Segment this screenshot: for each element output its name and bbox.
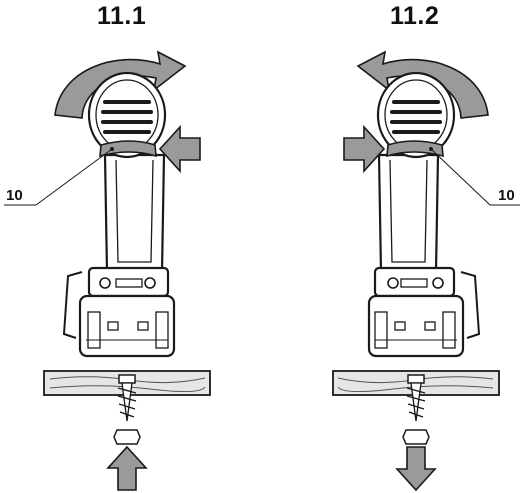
callout-leader-11-2 bbox=[430, 148, 520, 206]
arrow-down-back-out bbox=[395, 446, 437, 492]
callout-dot-11-1 bbox=[110, 147, 114, 151]
callout-label-11-2: 10 bbox=[498, 187, 515, 204]
figure-11-1 bbox=[4, 50, 212, 491]
arrow-up-drive-in bbox=[106, 445, 148, 491]
drill-tool-11-2 bbox=[331, 71, 501, 397]
callout-dot-11-2 bbox=[429, 147, 433, 151]
callout-label-11-1: 10 bbox=[6, 187, 23, 204]
callout-leader-11-1 bbox=[4, 148, 113, 206]
rotation-arrow-counter-clockwise bbox=[356, 50, 489, 119]
figure-11-2 bbox=[331, 50, 520, 492]
push-arrow-left bbox=[158, 124, 201, 174]
figure-title-11-1: 11.1 bbox=[97, 2, 147, 30]
push-arrow-right bbox=[343, 124, 386, 174]
rotation-arrow-clockwise bbox=[54, 50, 187, 119]
drill-tool-11-1 bbox=[42, 71, 212, 397]
figure-title-11-2: 11.2 bbox=[390, 2, 440, 30]
